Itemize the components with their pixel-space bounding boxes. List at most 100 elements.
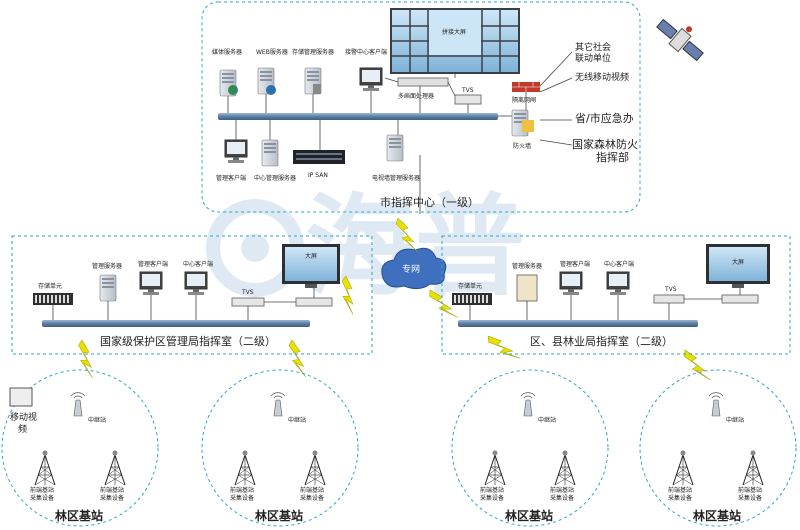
base-station-2-front-a-line1: 前端基站 <box>230 486 254 494</box>
right-center: 存储单元 管理服务器 管理客户端 中心客户端 大屏 TVS <box>441 235 791 355</box>
web-server-label: WEB服务器 <box>256 48 288 56</box>
external-mobile-video: 无线移动视频 <box>575 71 629 83</box>
left-center-title: 国家级保护区管理局指挥室（二级） <box>100 334 276 348</box>
right-mgmt-server-label: 管理服务器 <box>512 262 542 270</box>
left-center-client: 中心客户端 <box>183 260 213 296</box>
left-network-bus <box>42 320 310 327</box>
right-center-client-label: 中心客户端 <box>604 260 634 268</box>
left-storage: 存储单元 <box>33 282 73 305</box>
base-station-4-front-b-line2: 采集设备 <box>738 494 762 502</box>
base-station-1-front-b-line1: 前端基站 <box>100 486 124 494</box>
base-station-1: 中继站 前端基站 采集设备 前端基站 采集设备 林区基站 移动视 频 <box>1 369 159 527</box>
watermark-logo: 海普 <box>206 183 525 311</box>
tvs-city: TVS <box>454 87 482 105</box>
private-network-label: 专网 <box>402 263 420 275</box>
media-server: 媒体服务器 <box>212 48 242 97</box>
base-station-2-relay: 中继站 <box>288 416 306 424</box>
ip-san: IP SAN <box>293 150 345 179</box>
right-center-title: 区、县林业局指挥室（二级） <box>530 334 673 348</box>
base-station-3-front-a-line1: 前端基站 <box>480 486 504 494</box>
isolation-gate: 隔离网闸 <box>512 82 540 104</box>
city-center-boundary <box>201 1 641 213</box>
dispatch-client-label: 接警中心客户端 <box>345 48 387 56</box>
firewall: 防火墙 <box>511 109 534 150</box>
base-station-4-relay: 中继站 <box>726 416 744 424</box>
right-admin-client-label: 管理客户端 <box>560 260 590 268</box>
video-wall-server: 电视墙管理服务器 <box>372 134 420 182</box>
base-station-3-label: 林区基站 <box>505 508 553 523</box>
external-forest-line1: 国家森林防火 <box>572 137 638 151</box>
city-network-bus <box>218 113 498 120</box>
left-admin-client-label: 管理客户端 <box>138 260 168 268</box>
city-center: 拼接大屏 多画面处理器 TVS 媒体服务器 WEB服务器 存储管理服务器 <box>201 1 704 214</box>
base-station-1-front-a-line2: 采集设备 <box>30 494 54 502</box>
watermark-text: 海普 <box>305 183 525 311</box>
left-center-boundary <box>11 235 373 355</box>
left-mgmt-server-label: 管理服务器 <box>92 262 122 270</box>
left-tvs-label: TVS <box>241 289 254 296</box>
base-station-3-front-a-line2: 采集设备 <box>480 494 504 502</box>
right-big-screen: 大屏 <box>706 244 770 288</box>
left-mgmt-server: 管理服务器 <box>92 262 122 302</box>
right-tvs-label: TVS <box>664 286 677 293</box>
base-station-3-front-b-line1: 前端基站 <box>550 486 574 494</box>
satellite-icon <box>656 18 704 62</box>
storage-mgmt-server: 存储管理服务器 <box>292 48 334 95</box>
left-center: 存储单元 管理服务器 管理客户端 中心客户端 大屏 TVS <box>11 235 373 355</box>
external-social-line2: 联动单位 <box>575 52 611 64</box>
right-center-boundary <box>441 235 791 355</box>
base-station-1-front-a-line1: 前端基站 <box>30 486 54 494</box>
right-tvs: TVS <box>653 286 685 304</box>
mobile-video-line2: 频 <box>18 423 27 435</box>
base-station-4: 中继站 前端基站 采集设备 前端基站 采集设备 林区基站 <box>639 369 797 527</box>
base-station-1-front-b-line2: 采集设备 <box>100 494 124 502</box>
private-network-cloud: 专网 <box>381 247 447 290</box>
mobile-video-line1: 移动视 <box>10 411 37 423</box>
base-station-2-front-b-line2: 采集设备 <box>300 494 324 502</box>
right-center-client: 中心客户端 <box>604 260 634 296</box>
video-wall: 拼接大屏 <box>390 8 520 74</box>
base-station-4-label: 林区基站 <box>693 508 741 523</box>
admin-client-city-label: 管理客户端 <box>216 174 246 182</box>
ip-san-label: IP SAN <box>308 172 328 179</box>
multi-screen-processor: 多画面处理器 <box>397 77 449 100</box>
city-center-title: 市指挥中心（一级） <box>380 195 479 209</box>
base-station-4-front-b-line1: 前端基站 <box>738 486 762 494</box>
base-station-4-front-a-line2: 采集设备 <box>668 494 692 502</box>
center-mgmt-server: 中心管理服务器 <box>254 139 296 182</box>
left-big-screen-label: 大屏 <box>305 252 317 260</box>
isolation-gate-label: 隔离网闸 <box>512 96 536 104</box>
right-admin-client: 管理客户端 <box>559 260 590 296</box>
base-station-2-label: 林区基站 <box>255 508 303 523</box>
media-server-label: 媒体服务器 <box>212 48 242 56</box>
base-station-1-relay: 中继站 <box>88 416 106 424</box>
base-station-3: 中继站 前端基站 采集设备 前端基站 采集设备 林区基站 <box>451 369 609 527</box>
left-big-screen: 大屏 <box>282 244 340 288</box>
center-mgmt-server-label: 中心管理服务器 <box>254 174 296 182</box>
base-station-2: 中继站 前端基站 采集设备 前端基站 采集设备 林区基站 <box>201 369 359 527</box>
base-station-4-front-a-line1: 前端基站 <box>668 486 692 494</box>
video-wall-server-label: 电视墙管理服务器 <box>372 174 420 182</box>
right-big-screen-label: 大屏 <box>732 258 744 266</box>
right-mgmt-server: 管理服务器 <box>512 262 542 302</box>
left-storage-label: 存储单元 <box>38 282 62 290</box>
storage-mgmt-server-label: 存储管理服务器 <box>292 48 334 56</box>
external-province: 省/市应急办 <box>575 111 634 125</box>
admin-client-city: 管理客户端 <box>216 139 248 182</box>
base-station-2-front-b-line1: 前端基站 <box>300 486 324 494</box>
base-station-2-front-a-line2: 采集设备 <box>230 494 254 502</box>
tvs-city-label: TVS <box>461 87 474 94</box>
web-server: WEB服务器 <box>256 48 288 95</box>
left-center-client-label: 中心客户端 <box>183 260 213 268</box>
mobile-video-device: 移动视 频 <box>9 387 37 435</box>
base-station-3-front-b-line2: 采集设备 <box>550 494 574 502</box>
right-storage: 存储单元 <box>452 282 492 305</box>
right-network-bus <box>458 320 698 327</box>
firewall-label: 防火墙 <box>513 142 531 150</box>
video-wall-label: 拼接大屏 <box>442 28 466 36</box>
left-admin-client: 管理客户端 <box>138 260 168 296</box>
external-social-line1: 其它社会 <box>575 41 611 53</box>
base-station-1-label: 林区基站 <box>55 508 103 523</box>
multi-screen-processor-label: 多画面处理器 <box>398 92 434 100</box>
